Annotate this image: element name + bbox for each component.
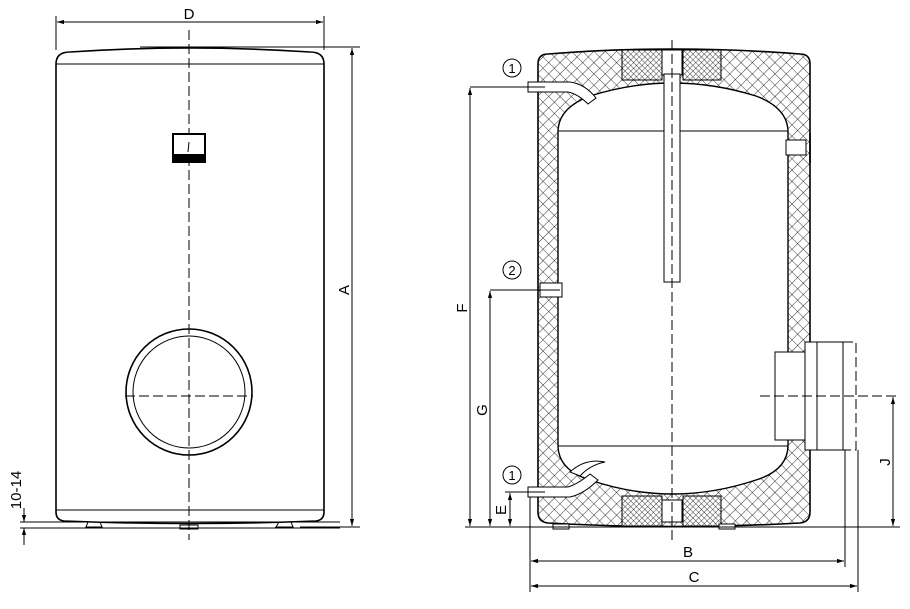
- heating-flange-cover-outline: [843, 341, 857, 451]
- svg-text:1: 1: [508, 61, 515, 76]
- callout-1-bottom: 1: [502, 465, 522, 485]
- dim-feet-label: 10-14: [8, 471, 25, 509]
- flange-cover-outer: [125, 328, 253, 456]
- inlet-deflector: [569, 460, 606, 477]
- dim-f-label: F: [454, 303, 471, 312]
- svg-text:1: 1: [508, 468, 515, 483]
- flange-cover-inner: [132, 335, 246, 449]
- insulation-dense-bottom-right: [682, 495, 722, 527]
- heater-body: [55, 47, 325, 525]
- heating-flange-cover: [817, 341, 844, 451]
- dim-e-label: E: [493, 505, 510, 515]
- dim-b-label: B: [683, 544, 693, 561]
- insulation-dense-top-left: [621, 49, 663, 81]
- section-view: 1 2 1 F G E J B C: [454, 40, 900, 592]
- svg-text:2: 2: [508, 263, 515, 278]
- dim-c-label: C: [689, 569, 700, 586]
- sensor-sleeve: [785, 139, 807, 156]
- dim-g-label: G: [474, 404, 491, 416]
- dim-d-label: D: [184, 6, 195, 23]
- insulation-dense-bottom-left: [621, 495, 663, 527]
- callout-1-top: 1: [502, 58, 522, 78]
- callout-2: 2: [502, 260, 522, 280]
- pipe-inlet-bottom: [527, 473, 599, 498]
- brand-logo: [172, 133, 206, 163]
- dim-j-label: J: [877, 458, 894, 466]
- insulation-dense-top-right: [682, 49, 722, 81]
- dim-a-label: A: [336, 285, 353, 295]
- front-view: D A 10-14: [8, 6, 360, 545]
